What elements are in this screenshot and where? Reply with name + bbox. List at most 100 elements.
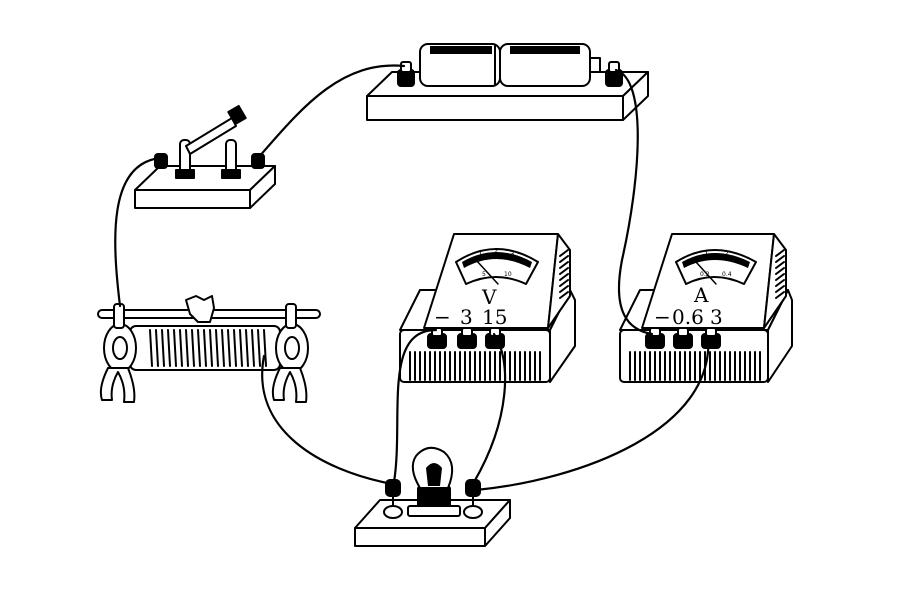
ammeter-side-rib bbox=[775, 249, 785, 257]
switch-base-side bbox=[249, 165, 276, 209]
rheostat-winding bbox=[251, 329, 255, 367]
rheostat-end-left-inner bbox=[112, 336, 128, 360]
ammeter-scale-mid: 2 bbox=[724, 250, 728, 258]
voltmeter-side-rib bbox=[559, 279, 569, 287]
ammeter-scale-inner-low: 0.2 bbox=[700, 271, 710, 278]
voltmeter-letter: V bbox=[481, 285, 497, 309]
voltmeter: 1 2 3 5 10 V − 3 15 bbox=[399, 233, 576, 383]
rheostat-winding bbox=[155, 329, 159, 367]
battery-positive-cap bbox=[589, 57, 601, 73]
wire-switch-to-battery bbox=[256, 64, 406, 160]
wire-battery-to-ammeter bbox=[614, 68, 654, 336]
rheostat-coil-windings bbox=[149, 329, 267, 367]
rheostat-leg-left bbox=[99, 367, 136, 403]
switch-terminal-right bbox=[251, 153, 265, 169]
ammeter-terminal-3 bbox=[701, 327, 721, 349]
voltmeter-needle bbox=[475, 259, 499, 285]
voltmeter-side-rib bbox=[559, 261, 569, 269]
wire-voltmeter-neg-to-lamp bbox=[392, 328, 438, 484]
rheostat-winding bbox=[215, 329, 219, 367]
rheostat-winding bbox=[227, 329, 231, 367]
ammeter-scale-inner-high: 0.4 bbox=[722, 271, 732, 278]
voltmeter-label-15: 15 bbox=[482, 305, 507, 329]
ammeter-terminal-neg bbox=[645, 327, 665, 349]
battery-terminal-left bbox=[397, 61, 415, 87]
ammeter: 1 2 0.2 0.4 A − 0.6 3 bbox=[619, 233, 793, 383]
ammeter-label-neg: − bbox=[654, 305, 671, 329]
ammeter-side-rib bbox=[775, 273, 785, 281]
voltmeter-scale-inner-high: 10 bbox=[504, 271, 512, 278]
battery-cell-shade-2 bbox=[510, 46, 580, 54]
rheostat-leg-right bbox=[271, 367, 308, 403]
rheostat-end-right-inner bbox=[284, 336, 300, 360]
rheostat-winding bbox=[197, 329, 201, 367]
rheostat-winding bbox=[263, 329, 267, 367]
rheostat-winding bbox=[245, 329, 249, 367]
voltmeter-base-ribs bbox=[409, 351, 541, 381]
switch-blade bbox=[185, 117, 237, 155]
ammeter-letter: A bbox=[693, 283, 709, 307]
rheostat-winding bbox=[233, 329, 237, 367]
rheostat-winding bbox=[167, 329, 171, 367]
switch-post-foot-right bbox=[221, 169, 241, 179]
battery-pack bbox=[366, 43, 649, 121]
lamp-socket-base bbox=[407, 505, 461, 517]
wires bbox=[114, 64, 710, 492]
knife-switch bbox=[134, 104, 276, 209]
ammeter-side-rib bbox=[775, 261, 785, 269]
voltmeter-terminal-3 bbox=[457, 327, 477, 349]
battery-terminal-right bbox=[605, 61, 623, 87]
rheostat-winding bbox=[185, 329, 189, 367]
ammeter-needle bbox=[695, 261, 717, 285]
ammeter-terminal-06 bbox=[673, 327, 693, 349]
voltmeter-scale-mid: 2 bbox=[494, 247, 498, 255]
rheostat bbox=[97, 295, 321, 403]
voltmeter-side-ribs bbox=[559, 249, 569, 299]
voltmeter-side-rib bbox=[559, 255, 569, 263]
voltmeter-side-rib bbox=[559, 291, 569, 299]
voltmeter-scale-low: 1 bbox=[478, 250, 482, 258]
voltmeter-scale-high: 3 bbox=[510, 250, 514, 258]
ammeter-side-rib bbox=[775, 279, 785, 287]
rheostat-terminal-left bbox=[113, 303, 125, 329]
voltmeter-side-rib bbox=[559, 273, 569, 281]
lamp-terminal-right bbox=[463, 479, 483, 519]
ammeter-side-rib bbox=[775, 285, 785, 293]
lamp-holder bbox=[354, 446, 511, 547]
ammeter-label-06: 0.6 bbox=[672, 305, 704, 329]
battery-base-front bbox=[366, 95, 624, 121]
ammeter-side-rib bbox=[775, 255, 785, 263]
rheostat-winding bbox=[173, 329, 177, 367]
ammeter-label-3: 3 bbox=[710, 305, 723, 329]
ammeter-scale-arc bbox=[682, 253, 750, 268]
rheostat-winding bbox=[179, 329, 183, 367]
rheostat-winding bbox=[209, 329, 213, 367]
voltmeter-terminal-neg bbox=[427, 327, 447, 349]
lamp-filament bbox=[426, 463, 442, 486]
wire-rheostat-to-lamp bbox=[261, 354, 394, 486]
wire-ammeter-to-lamp bbox=[474, 334, 710, 492]
voltmeter-label-3: 3 bbox=[460, 305, 473, 329]
ammeter-side-rib bbox=[775, 267, 785, 275]
battery-cell-shade-1 bbox=[430, 46, 492, 54]
voltmeter-side-rib bbox=[559, 285, 569, 293]
wire-voltmeter-3-to-lamp bbox=[472, 332, 507, 484]
rheostat-winding bbox=[257, 329, 261, 367]
rheostat-winding bbox=[161, 329, 165, 367]
voltmeter-scale-inner-low: 5 bbox=[482, 271, 486, 278]
battery-base-side bbox=[622, 71, 649, 121]
lamp-base-front bbox=[354, 527, 486, 547]
ammeter-side-rib bbox=[775, 291, 785, 299]
rheostat-winding bbox=[149, 329, 153, 367]
switch-terminal-left bbox=[154, 153, 168, 169]
ammeter-base-ribs bbox=[629, 351, 761, 381]
voltmeter-side-rib bbox=[559, 249, 569, 257]
rheostat-terminal-right bbox=[285, 303, 297, 329]
voltmeter-scale-arc bbox=[462, 252, 532, 268]
rheostat-winding bbox=[221, 329, 225, 367]
voltmeter-label-neg: − bbox=[434, 305, 451, 329]
ammeter-scale-low: 1 bbox=[704, 250, 708, 258]
switch-post-foot-left bbox=[175, 169, 195, 179]
